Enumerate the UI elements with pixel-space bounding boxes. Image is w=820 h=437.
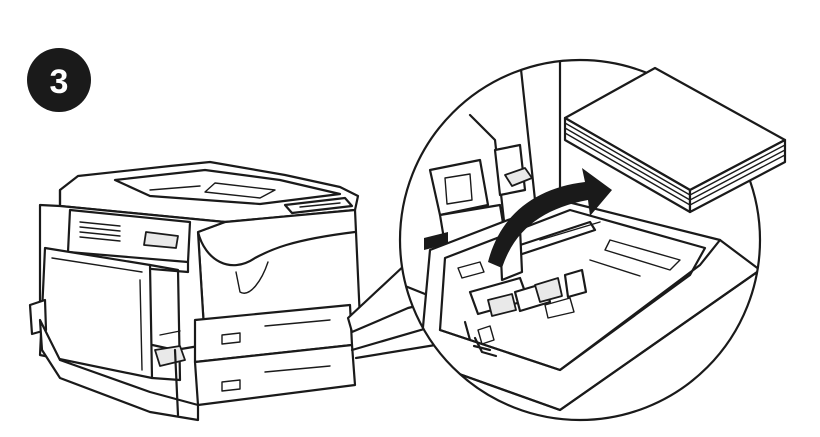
step-number-badge: 3: [27, 48, 91, 112]
printer: [28, 160, 362, 422]
curved-insert-arrow: [488, 168, 612, 268]
step-number: 3: [50, 63, 69, 101]
paper-stack: [563, 66, 787, 214]
